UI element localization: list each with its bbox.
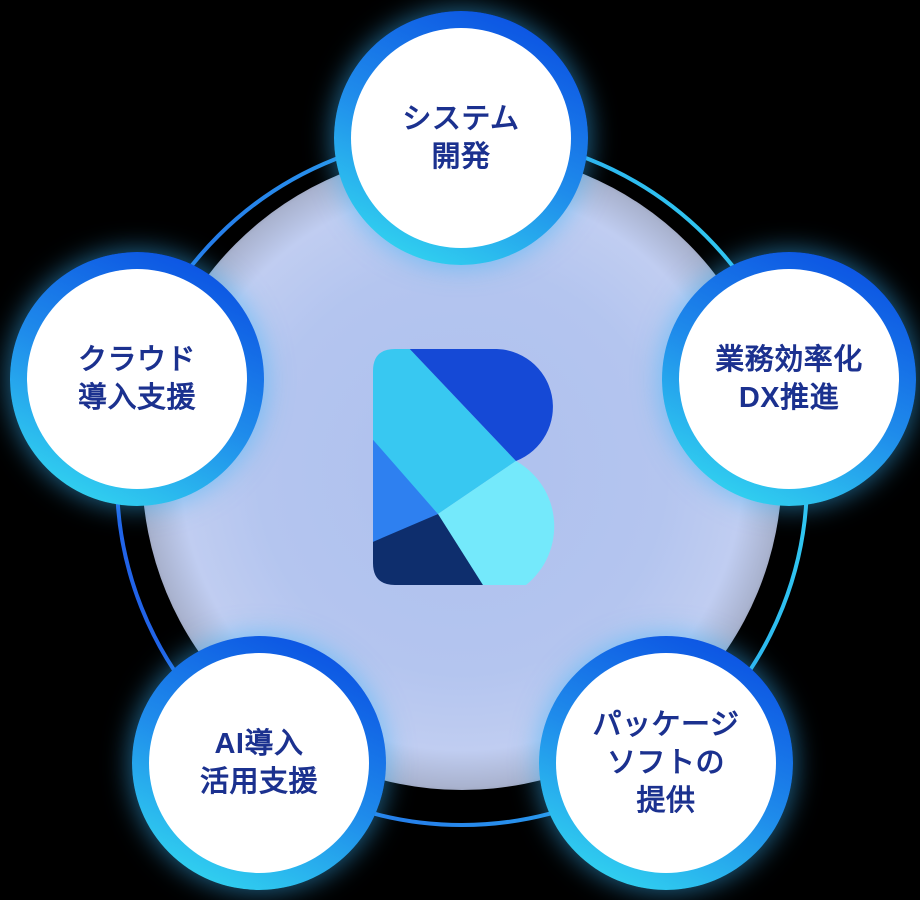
logo-facet-top-bump — [405, 349, 555, 461]
node-cloud-adoption-support-label: クラウド 導入支援 — [77, 343, 196, 414]
node-package-software-label: パッケージ ソフトの 提供 — [592, 708, 740, 818]
node-ai-adoption-support: AI導入 活用支援 — [132, 636, 386, 890]
node-package-software-face: パッケージ ソフトの 提供 — [556, 653, 776, 873]
node-ai-adoption-support-face: AI導入 活用支援 — [149, 653, 369, 873]
node-business-efficiency-dx-face: 業務効率化 DX推進 — [679, 269, 899, 489]
node-system-development-label: システム 開発 — [402, 102, 520, 173]
node-business-efficiency-dx-label: 業務効率化 DX推進 — [715, 343, 863, 414]
logo-facet-bottom-bump — [438, 461, 555, 585]
logo-facet-left-stem — [373, 434, 438, 546]
node-business-efficiency-dx: 業務効率化 DX推進 — [662, 252, 916, 506]
b-mark-logo — [373, 349, 555, 585]
node-system-development-face: システム 開発 — [351, 28, 571, 248]
node-cloud-adoption-support-face: クラウド 導入支援 — [27, 269, 247, 489]
node-system-development: システム 開発 — [334, 11, 588, 265]
logo-facet-cyan-band — [373, 349, 516, 514]
node-package-software: パッケージ ソフトの 提供 — [539, 636, 793, 890]
node-cloud-adoption-support: クラウド 導入支援 — [10, 252, 264, 506]
node-ai-adoption-support-label: AI導入 活用支援 — [199, 727, 318, 798]
logo-facet-bottom-navy — [373, 514, 488, 585]
